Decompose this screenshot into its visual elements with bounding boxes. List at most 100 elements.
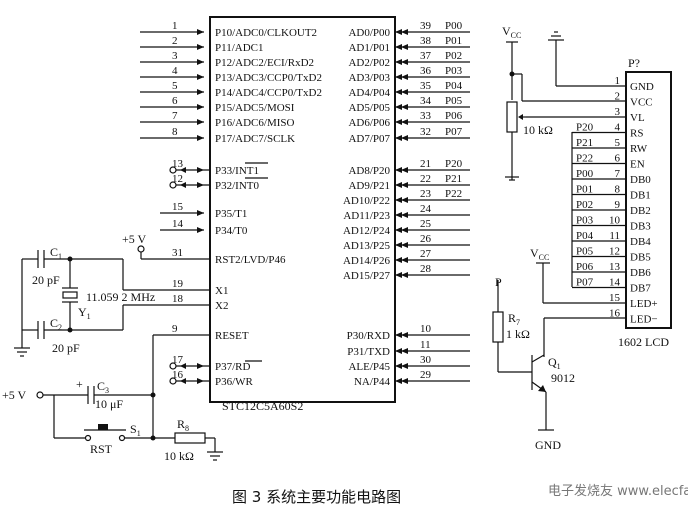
lcd-net-label: P22	[576, 153, 593, 165]
lcd-pin-label: LED+	[630, 298, 658, 310]
pin-label: P34/T0	[215, 225, 248, 237]
net-label: P03	[445, 65, 463, 77]
pin-number: 13	[172, 158, 184, 170]
crystal-label: Y1	[78, 305, 91, 321]
pin-number: 15	[172, 201, 184, 213]
crystal-value: 11.059 2 MHz	[86, 290, 155, 304]
lcd-pin-number: 5	[615, 137, 621, 149]
r8-value: 10 kΩ	[164, 449, 194, 463]
r8-label: R8	[177, 417, 189, 433]
lcd-pin-label: DB7	[630, 283, 651, 295]
lcd-pin-number: 9	[615, 199, 621, 211]
pin-label: RESET	[215, 330, 249, 342]
oscillator: C1 20 pF C2 20 pF 11.059 2 MHz Y1	[14, 245, 210, 357]
mcu-name: STC12C5A60S2	[222, 399, 303, 413]
vcc-led-label: VCC	[530, 246, 549, 262]
lcd-net-label: P05	[576, 246, 594, 258]
pin-number: 29	[420, 369, 432, 381]
lcd-net-label: P07	[576, 277, 594, 289]
lcd-pin-number: 15	[609, 292, 621, 304]
mcu-chip: 1P10/ADC0/CLKOUT22P11/ADC13P12/ADC2/ECI/…	[140, 16, 470, 413]
c2-label: C2	[50, 316, 62, 332]
plus5v-top: +5 V	[122, 232, 147, 246]
c2-value: 20 pF	[52, 341, 80, 355]
pin-number: 10	[420, 323, 432, 335]
pin-number: 14	[172, 218, 184, 230]
pin-number: 17	[172, 354, 184, 366]
c3-value: 10 μF	[95, 397, 123, 411]
c1-label: C1	[50, 245, 62, 261]
net-label: P00	[445, 20, 463, 32]
pin-label: AD11/P23	[343, 210, 390, 222]
pin-label: AD3/P03	[348, 72, 390, 84]
figure-caption: 图 3 系统主要功能电路图	[232, 488, 401, 506]
q1-label: Q1	[548, 355, 561, 371]
lcd-pin-number: 11	[609, 230, 620, 242]
pin-number: 26	[420, 233, 432, 245]
lcd-pin-label: LED−	[630, 314, 658, 326]
pin-number: 27	[420, 248, 432, 260]
c1-value: 20 pF	[32, 273, 60, 287]
pin-number: 24	[420, 203, 432, 215]
lcd-pin-number: 8	[615, 184, 621, 196]
lcd-net-label: P21	[576, 137, 593, 149]
pin-label: X1	[215, 285, 228, 297]
lcd-pin-number: 16	[609, 308, 621, 320]
pin-label: AD14/P26	[343, 255, 391, 267]
p-label: P	[495, 275, 502, 289]
lcd-net-label: P03	[576, 215, 594, 227]
pin-label: P16/ADC6/MISO	[215, 117, 295, 129]
mcu-left-pins: 1P10/ADC0/CLKOUT22P11/ADC13P12/ADC2/ECI/…	[140, 20, 322, 388]
lcd-net-label: P02	[576, 199, 593, 211]
pin-number: 33	[420, 110, 432, 122]
lcd-pin-number: 2	[615, 91, 621, 103]
pin-label: P35/T1	[215, 208, 247, 220]
lcd-name: 1602 LCD	[618, 335, 669, 349]
mcu-right-pin: AD11/P23 24	[343, 203, 470, 222]
pin-label: AD13/P25	[343, 240, 391, 252]
plus5v-left: +5 V	[2, 388, 27, 402]
pin-number: 38	[420, 35, 432, 47]
pin-label: AD2/P02	[348, 57, 390, 69]
pin-number: 16	[172, 369, 184, 381]
lcd-pin-number: 13	[609, 261, 621, 273]
pin-label: P37/RD	[215, 361, 251, 373]
lcd-net-label: P06	[576, 261, 594, 273]
pin-label: AD10/P22	[343, 195, 390, 207]
lcd-net-label: P01	[576, 184, 593, 196]
lcd-pin-label: RS	[630, 128, 643, 140]
pin-label: P15/ADC5/MOSI	[215, 102, 295, 114]
lcd-net-label: P00	[576, 168, 594, 180]
net-label: P04	[445, 80, 463, 92]
lcd-pin-number: 7	[615, 168, 621, 180]
watermark: 电子发烧友 www.elecfans.com	[548, 483, 688, 499]
lcd-pin-label: DB1	[630, 190, 651, 202]
lcd-pin-number: 6	[615, 153, 621, 165]
mcu-right-pin: AD13/P25 26	[343, 233, 470, 252]
